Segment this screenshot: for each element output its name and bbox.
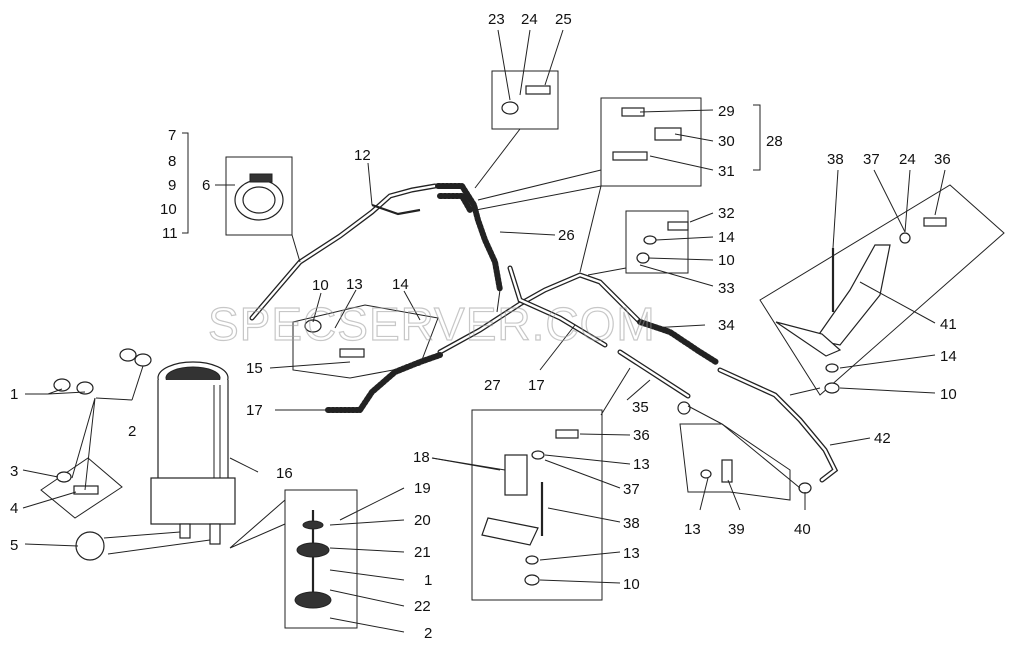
callout-37: 37 (623, 481, 640, 498)
callout-13: 13 (633, 456, 650, 473)
callout-25: 25 (555, 11, 572, 28)
callout-26: 26 (558, 227, 575, 244)
callout-28: 28 (766, 133, 783, 150)
callout-24: 24 (521, 11, 538, 28)
callout-12: 12 (354, 147, 371, 164)
hose-clamp (234, 173, 284, 221)
bracket-bolt-inset (625, 210, 689, 274)
callout-32: 32 (718, 205, 735, 222)
fasteners (53, 85, 947, 586)
callout-21: 21 (414, 544, 431, 561)
callout-35: 35 (632, 399, 649, 416)
bolt-inset-left (40, 457, 123, 519)
bolt-inset-right (679, 423, 791, 501)
stud-assembly (294, 510, 332, 609)
callout-13: 13 (623, 545, 640, 562)
callout-29: 29 (718, 103, 735, 120)
callout-19: 19 (414, 480, 431, 497)
callout-40: 40 (794, 521, 811, 538)
callout-38: 38 (827, 151, 844, 168)
callout-9: 9 (168, 177, 176, 194)
callout-17: 17 (528, 377, 545, 394)
callout-11: 11 (162, 225, 178, 242)
bolt-inset-top (491, 70, 559, 130)
callout-30: 30 (718, 133, 735, 150)
callout-4: 4 (10, 500, 18, 517)
callout-10: 10 (940, 386, 957, 403)
bracket-inset-lower (471, 409, 603, 601)
callout-20: 20 (414, 512, 431, 529)
filter-canister (150, 361, 236, 545)
callout-10: 10 (718, 252, 735, 269)
callout-36: 36 (934, 151, 951, 168)
bracket-inset-right (759, 184, 1005, 396)
callout-10: 10 (160, 201, 177, 218)
callout-14: 14 (392, 276, 409, 293)
callout-27: 27 (484, 377, 501, 394)
callout-13: 13 (346, 276, 363, 293)
callout-13: 13 (684, 521, 701, 538)
callout-22: 22 (414, 598, 431, 615)
callout-1: 1 (10, 386, 18, 403)
callout-labels: 1 2 3 4 5 6 7 8 9 10 11 12 10 13 14 15 1… (10, 11, 957, 642)
stud-inset (284, 489, 358, 629)
mounting-brackets (481, 244, 891, 546)
callout-41: 41 (940, 316, 957, 333)
callout-38: 38 (623, 515, 640, 532)
leader-lines (22, 29, 946, 633)
callout-17: 17 (246, 402, 263, 419)
callout-10: 10 (312, 277, 329, 294)
callout-33: 33 (718, 280, 735, 297)
callout-10: 10 (623, 576, 640, 593)
callout-34: 34 (718, 317, 735, 334)
callout-39: 39 (728, 521, 745, 538)
callout-5: 5 (10, 537, 18, 554)
callout-2: 2 (424, 625, 432, 642)
callout-3: 3 (10, 463, 18, 480)
callout-2: 2 (128, 423, 136, 440)
callout-24: 24 (899, 151, 916, 168)
callout-15: 15 (246, 360, 263, 377)
callout-36: 36 (633, 427, 650, 444)
clamp-inset (225, 156, 293, 236)
callout-37: 37 (863, 151, 880, 168)
callout-6: 6 (202, 177, 210, 194)
callout-1: 1 (424, 572, 432, 589)
callout-31: 31 (718, 163, 735, 180)
piping (249, 183, 839, 483)
watermark-text: SPECSERVER.COM (208, 298, 656, 350)
callout-7: 7 (168, 127, 176, 144)
callout-42: 42 (874, 430, 891, 447)
callout-8: 8 (168, 153, 176, 170)
callout-16: 16 (276, 465, 293, 482)
callout-18: 18 (413, 449, 430, 466)
callout-14: 14 (940, 348, 957, 365)
callout-23: 23 (488, 11, 505, 28)
callout-14: 14 (718, 229, 735, 246)
clip-inset (600, 97, 702, 187)
